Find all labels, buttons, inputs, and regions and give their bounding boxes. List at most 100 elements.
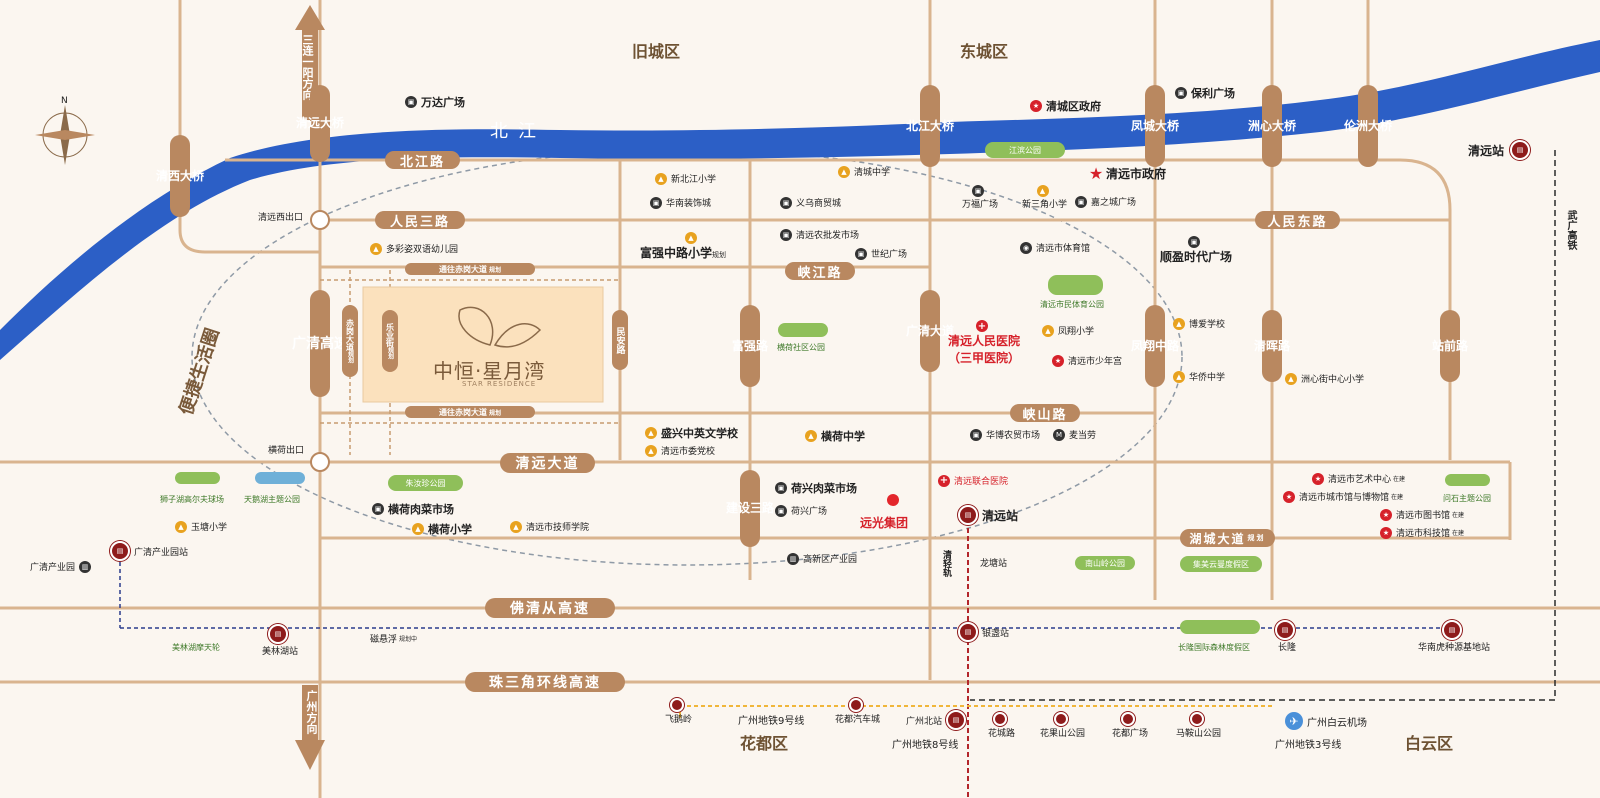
- poi-poly[interactable]: ▣保利广场: [1175, 85, 1235, 101]
- poi-qingyuan-station-top[interactable]: 清远站▤: [1468, 140, 1534, 160]
- road-chigang[interactable]: 赤岗大道规划: [342, 305, 358, 377]
- poi-city-gov[interactable]: ★清远市政府: [1088, 164, 1167, 183]
- road-jianshe-san[interactable]: 建设三路: [726, 470, 774, 547]
- road-guangqing-expressway[interactable]: 广清高速: [292, 290, 348, 397]
- road-fengcheng-bridge[interactable]: 凤城大桥: [1131, 85, 1179, 167]
- poi-gym[interactable]: ◉清远市体育馆: [1020, 241, 1090, 254]
- poi-qingcheng-middle[interactable]: ▲清城中学: [838, 165, 890, 178]
- poi-henghe-meat-market[interactable]: ▣横荷肉菜市场: [372, 501, 454, 517]
- poi-guangqing-ip-station[interactable]: ▤广清产业园站: [110, 541, 188, 561]
- road-beijiang[interactable]: 北江路: [385, 151, 460, 170]
- poi-art-center[interactable]: ★清远市艺术中心在建: [1312, 472, 1405, 485]
- road-qinghui[interactable]: 清晖路: [1254, 310, 1290, 382]
- poi-gz-north-station[interactable]: 广州北站▤: [906, 710, 970, 730]
- poi-xinbeijiang-school[interactable]: ▲新北江小学: [655, 172, 716, 185]
- poi-huacheng-road[interactable]: 花城路: [988, 712, 1015, 739]
- park-henghe-label[interactable]: 横荷社区公园: [777, 343, 825, 352]
- park-jimei[interactable]: 集美云曼度假区: [1180, 556, 1262, 572]
- poi-nongpi[interactable]: ▣清远农批发市场: [780, 228, 859, 241]
- poi-sci-museum[interactable]: ★清远市科技馆在建: [1380, 526, 1464, 539]
- poi-boai-school[interactable]: ▲博爱学校: [1173, 317, 1225, 330]
- poi-huanan-decor[interactable]: ▣华南装饰城: [650, 196, 711, 209]
- poi-huabo-market[interactable]: ▣华博农贸市场: [970, 428, 1040, 441]
- road-beijiang-bridge[interactable]: 北江大桥: [906, 85, 954, 167]
- road-qingyuan-dadao[interactable]: 清远大道: [500, 453, 595, 473]
- poi-wanda[interactable]: ▣万达广场: [405, 94, 465, 110]
- poi-feieling[interactable]: 飞鹅岭: [665, 698, 692, 725]
- poi-qingyuan-station[interactable]: ▤清远站: [958, 505, 1018, 525]
- poi-fuqiang-school[interactable]: ▲富强中路小学规划: [640, 232, 727, 260]
- poi-henghe-primary[interactable]: ▲横荷小学: [412, 521, 472, 537]
- poi-yinzhan-station[interactable]: ▤银盏站: [958, 622, 1009, 642]
- poi-jiazhicheng[interactable]: ▣嘉之城广场: [1075, 195, 1136, 208]
- park-sports-label[interactable]: 清远市民体育公园: [1040, 300, 1104, 309]
- poi-xinsanjiao-school[interactable]: ▲新三角小学: [1022, 185, 1068, 210]
- poi-planning-museum[interactable]: ★清远市城市馆与博物馆在建: [1283, 490, 1403, 503]
- poi-huadu-auto[interactable]: 花都汽车城: [835, 698, 880, 725]
- poi-longtang-station[interactable]: 龙塘站: [980, 559, 1008, 569]
- park-tiane-label[interactable]: 天鹅湖主题公园: [244, 495, 300, 504]
- road-to-chigang-top[interactable]: 通往赤岗大道规划: [405, 263, 535, 275]
- poi-tech-college[interactable]: ▲清远市技师学院: [510, 520, 589, 533]
- road-fuqiang[interactable]: 富强路: [732, 305, 768, 387]
- road-xiajiang[interactable]: 峡江路: [785, 262, 855, 281]
- poi-yiwu[interactable]: ▣义乌商贸城: [780, 196, 841, 209]
- poi-youth-palace[interactable]: ★清远市少年宫: [1052, 354, 1122, 367]
- park-zhuruzhen[interactable]: 朱汝珍公园: [388, 475, 463, 491]
- poi-hospital-people[interactable]: +清远人民医院（三甲医院）: [948, 320, 1021, 365]
- poi-qingcheng-gov[interactable]: ★清城区政府: [1030, 98, 1101, 114]
- poi-zhouxin-school[interactable]: ▲洲心街中心小学: [1285, 372, 1364, 385]
- poi-duocai-kindergarten[interactable]: ▲多彩姿双语幼儿园: [370, 242, 458, 255]
- road-qingyuan-bridge[interactable]: 清远大桥: [296, 85, 344, 162]
- poi-tiger-station[interactable]: ▤华南虎种源基地站: [1418, 620, 1490, 653]
- star-icon: ★: [1380, 508, 1392, 521]
- poi-guangqing-industrial[interactable]: 广清产业园▥: [30, 560, 95, 573]
- road-leye[interactable]: 乐业街规划: [382, 310, 398, 372]
- poi-fengxiang-school[interactable]: ▲凤翔小学: [1042, 324, 1094, 337]
- poi-meilin-station[interactable]: ▤美林湖站: [262, 624, 298, 657]
- park-golf-label[interactable]: 狮子湖高尔夫球场: [160, 495, 224, 504]
- road-guangqing-dadao[interactable]: 广清大道: [906, 290, 954, 372]
- poi-meilin-wheel[interactable]: 美林湖摩天轮: [172, 643, 220, 652]
- road-zhusanjiao-expressway[interactable]: 珠三角环线高速: [465, 672, 625, 692]
- road-zhanqian[interactable]: 站前路: [1432, 310, 1468, 382]
- poi-wanfu[interactable]: ▣万福广场: [962, 185, 999, 210]
- poi-maanshan[interactable]: 马鞍山公园: [1176, 712, 1221, 739]
- poi-hexing-meat-market[interactable]: ▣荷兴肉菜市场: [775, 480, 857, 496]
- project-name[interactable]: 中恒·星月湾: [433, 359, 546, 383]
- road-fengxiangzhong[interactable]: 凤翔中路: [1131, 305, 1179, 387]
- park-nanshanling[interactable]: 南山岭公园: [1075, 556, 1135, 570]
- poi-hitech-park[interactable]: ▥高新区产业园: [787, 552, 857, 565]
- road-renmin-san[interactable]: 人民三路: [375, 211, 465, 230]
- poi-huadu-plaza[interactable]: 花都广场: [1112, 712, 1148, 739]
- poi-huaguoshan[interactable]: 花果山公园: [1040, 712, 1085, 739]
- road-hucheng[interactable]: 湖城大道规划: [1180, 529, 1275, 547]
- road-lunzhou-bridge[interactable]: 伦洲大桥: [1344, 85, 1392, 167]
- star-icon: ★: [1030, 100, 1042, 112]
- poi-changlong-station[interactable]: ▤长隆: [1275, 620, 1299, 653]
- park-wenshi-label[interactable]: 问石主题公园: [1443, 494, 1491, 503]
- road-renmin-dong[interactable]: 人民东路: [1255, 211, 1340, 230]
- road-to-chigang-bottom[interactable]: 通往赤岗大道规划: [405, 406, 535, 418]
- poi-shiji[interactable]: ▣世纪广场: [855, 247, 907, 260]
- park-changlong-label[interactable]: 长隆国际森林度假区: [1178, 643, 1250, 652]
- road-xiashan[interactable]: 峡山路: [1010, 404, 1080, 423]
- poi-yuanguang[interactable]: 远光集团: [860, 516, 909, 530]
- road-zhouxin-bridge[interactable]: 洲心大桥: [1248, 85, 1296, 167]
- poi-party-school[interactable]: ▲清远市委党校: [645, 444, 715, 457]
- poi-henghe-middle[interactable]: ▲横荷中学: [805, 428, 865, 444]
- poi-shunying[interactable]: ▣顺盈时代广场: [1160, 236, 1233, 264]
- road-foqingcong-expressway[interactable]: 佛清从高速: [485, 598, 615, 618]
- poi-yutang-school[interactable]: ▲玉塘小学: [175, 520, 227, 533]
- poi-airport[interactable]: ✈广州白云机场: [1285, 712, 1367, 730]
- poi-huaqiao-school[interactable]: ▲华侨中学: [1173, 370, 1225, 383]
- poi-shengxing-school[interactable]: ▲盛兴中英文学校: [645, 425, 738, 441]
- poi-library[interactable]: ★清远市图书馆在建: [1380, 508, 1464, 521]
- road-qingxi-bridge[interactable]: 清西大桥: [156, 135, 204, 217]
- park-jiangbin[interactable]: 江滨公园: [985, 142, 1065, 158]
- poi-hexing-plaza[interactable]: ▣荷兴广场: [775, 504, 827, 517]
- road-minan[interactable]: 民安路: [612, 310, 628, 370]
- poi-union-hospital[interactable]: +清远联合医院: [938, 474, 1009, 487]
